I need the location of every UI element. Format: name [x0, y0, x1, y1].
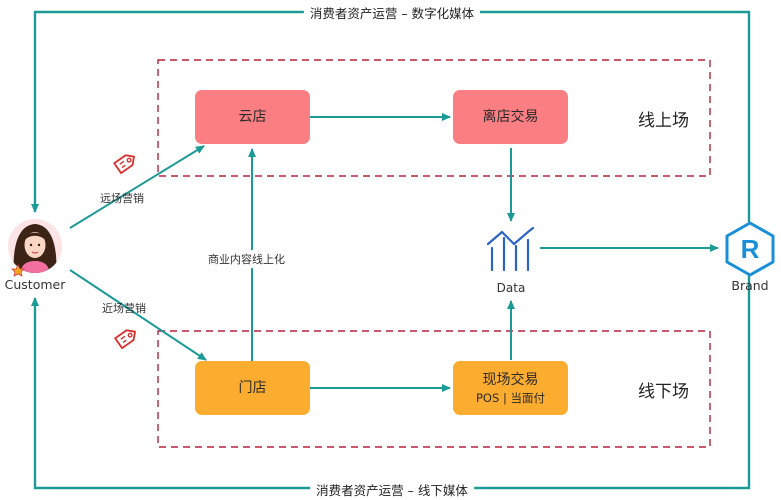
brand-hexagon-icon[interactable]: R [722, 220, 778, 278]
node-onsite-trade-label: 现场交易 [482, 371, 539, 388]
label-near-marketing: 近场营销 [102, 302, 146, 315]
node-onsite-trade[interactable]: 现场交易 POS | 当面付 [453, 361, 568, 415]
label-remote-marketing: 远场营销 [100, 192, 144, 205]
node-store-label: 门店 [238, 380, 267, 396]
edge-remote-marketing [69, 145, 205, 229]
banner-digital-media: 消费者资产运营 – 数字化媒体 [303, 3, 481, 22]
tag-icon [114, 329, 136, 349]
offline-zone-border [157, 330, 711, 448]
brand-logo-letter: R [741, 234, 760, 264]
brand-label: Brand [731, 278, 769, 293]
data-label: Data [496, 281, 526, 295]
online-zone-border [157, 59, 711, 177]
zone-label-online: 线上场 [638, 111, 689, 131]
tag-icon [113, 154, 135, 174]
customer-label: Customer [4, 277, 66, 292]
customer-avatar-icon[interactable] [6, 217, 64, 277]
node-onsite-trade-sub: POS | 当面付 [476, 390, 545, 405]
zone-label-offline: 线下场 [638, 382, 689, 402]
node-offsite-trade-label: 离店交易 [482, 109, 539, 125]
node-cloud-store[interactable]: 云店 [195, 90, 310, 144]
banner-offline-media: 消费者资产运营 – 线下媒体 [310, 480, 474, 499]
label-content-online: 商业内容线上化 [206, 250, 287, 268]
edge-near-marketing [69, 269, 207, 361]
data-chart-icon[interactable] [486, 226, 536, 272]
node-offsite-trade[interactable]: 离店交易 [453, 90, 568, 144]
node-store[interactable]: 门店 [195, 361, 310, 415]
node-cloud-store-label: 云店 [238, 109, 267, 125]
